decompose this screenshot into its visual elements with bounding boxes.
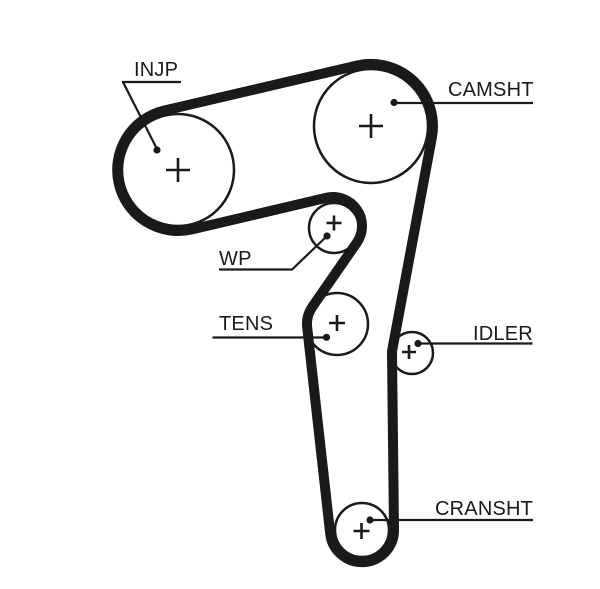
injp-leader-dot: [153, 146, 161, 154]
idler-callout: IDLER: [414, 323, 533, 348]
idler-label: IDLER: [473, 323, 533, 345]
tens-label: TENS: [219, 313, 273, 335]
wp-callout: WP: [219, 232, 331, 271]
pulleys: [120, 67, 435, 559]
camsht-center-cross-icon: [359, 114, 383, 138]
idler-center-cross-icon: [402, 345, 416, 359]
cransht-leader-dot: [366, 516, 374, 524]
camsht-callout: CAMSHT: [390, 79, 534, 107]
injp-leader-line: [122, 80, 181, 150]
camsht-leader-dot: [390, 98, 398, 107]
tens-callout: TENS: [212, 313, 331, 341]
timing-belt: [112, 58, 438, 568]
cransht-label: CRANSHT: [435, 498, 533, 520]
camsht-label: CAMSHT: [448, 79, 534, 101]
idler-leader-dot: [414, 339, 422, 348]
wp-center-cross-icon: [326, 215, 342, 231]
wp-label: WP: [219, 248, 252, 270]
cransht-center-cross-icon: [353, 523, 370, 539]
pulley-center-marks: [166, 114, 416, 539]
injp-center-cross-icon: [166, 158, 190, 182]
tens-center-cross-icon: [329, 315, 345, 331]
wp-leader-dot: [323, 232, 331, 240]
injp-callout: INJP: [122, 59, 181, 154]
injp-label: INJP: [134, 59, 178, 81]
tens-leader-dot: [322, 333, 331, 341]
cransht-callout: CRANSHT: [366, 498, 533, 524]
wp-leader-line: [219, 235, 328, 271]
